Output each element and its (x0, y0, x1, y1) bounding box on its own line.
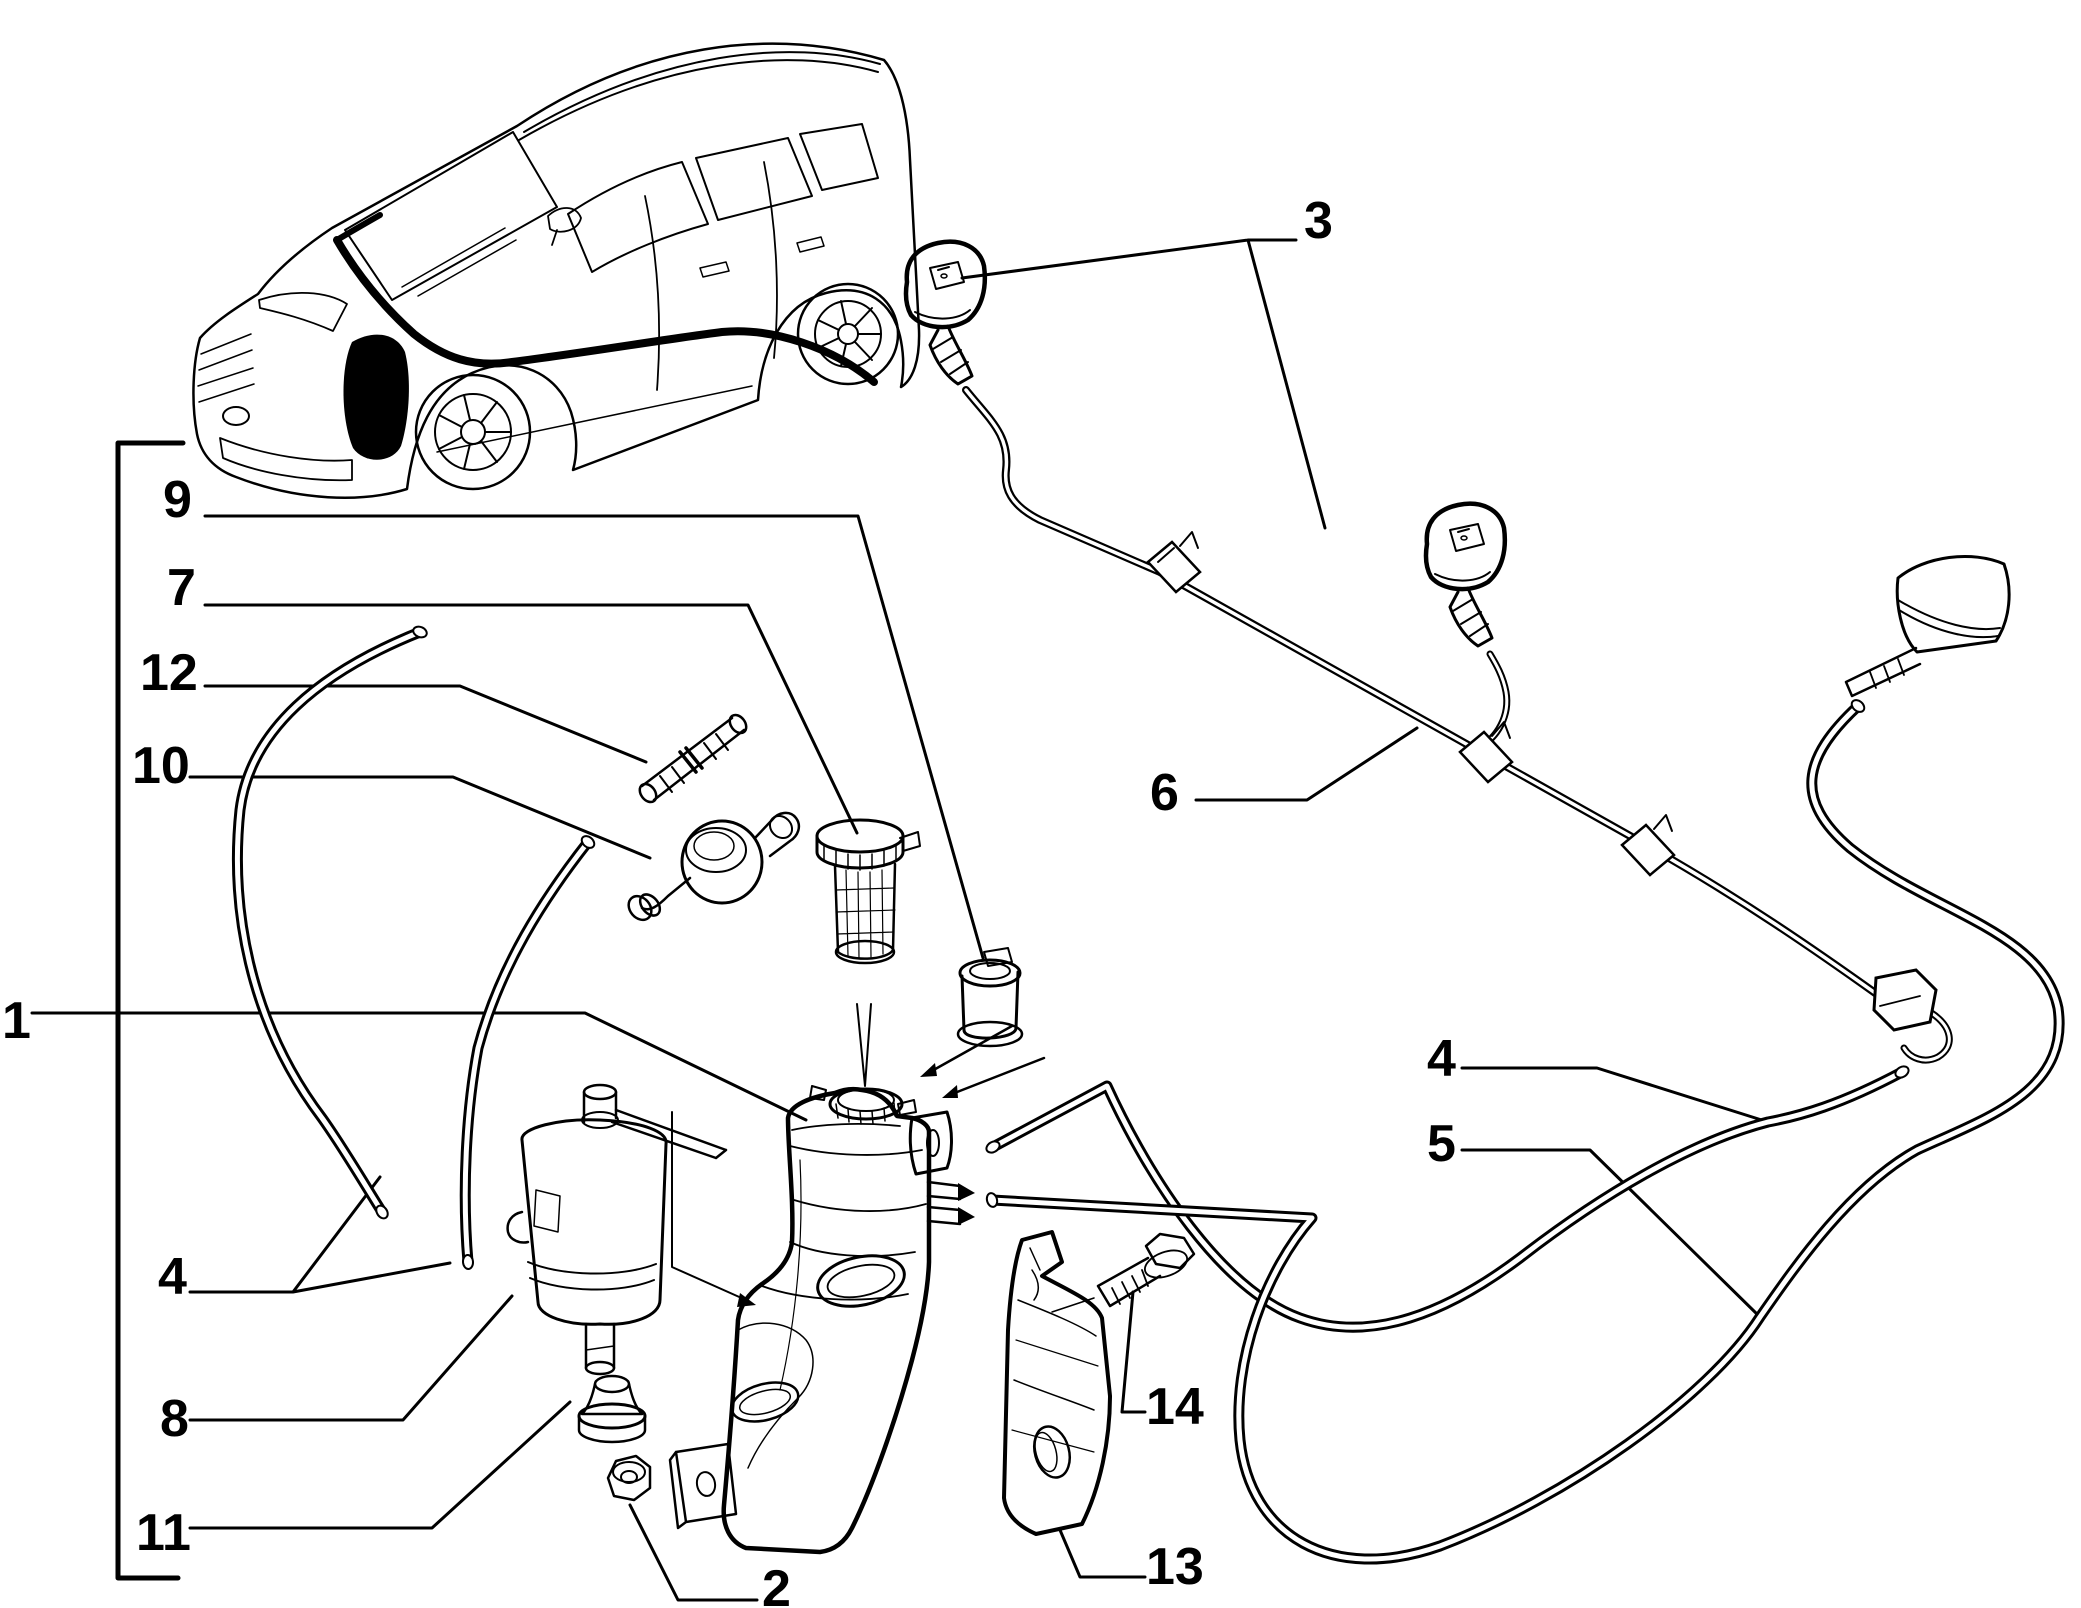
callout-4-right: 4 (1427, 1030, 1456, 1088)
rear-washer-jet (1844, 554, 2011, 698)
leader-9 (203, 514, 985, 960)
callout-13: 13 (1146, 1538, 1204, 1596)
leader-5 (1460, 1148, 1762, 1319)
bolt (1051, 1232, 1196, 1313)
callout-1: 1 (2, 992, 31, 1050)
callout-labels: 9 7 12 10 1 4 8 11 2 3 6 4 5 14 13 (2, 192, 1456, 1608)
leader-4-right (1460, 1066, 1770, 1124)
brand-badge (222, 406, 250, 426)
washer-jet-left (903, 239, 987, 386)
callout-3: 3 (1304, 192, 1333, 250)
level-fitting (956, 947, 1024, 1048)
wipers (401, 227, 517, 297)
leader-11 (188, 1400, 572, 1530)
sill-crease (436, 385, 753, 453)
hose-connector (638, 713, 748, 804)
leader-8 (188, 1294, 514, 1422)
grille (197, 333, 255, 403)
door-windows (567, 123, 879, 273)
bracket (1002, 1230, 1112, 1536)
callout-11: 11 (136, 1504, 191, 1562)
assembly-arrows (671, 1003, 1046, 1307)
callout-12: 12 (140, 644, 198, 702)
callout-2: 2 (762, 1560, 791, 1608)
grommet (577, 1374, 647, 1444)
callout-6: 6 (1150, 764, 1179, 822)
roof-rails (518, 51, 881, 141)
mirror (547, 207, 582, 246)
leader-13 (1058, 1528, 1147, 1579)
leader-4-left (188, 1175, 452, 1294)
front-wheel (414, 373, 532, 491)
callout-14: 14 (1146, 1378, 1204, 1436)
leader-3 (960, 238, 1327, 530)
rear-wheel (796, 282, 900, 386)
callout-group-bracket (115, 440, 186, 1581)
reservoir-ear (908, 1110, 953, 1176)
filler-cap (809, 1085, 917, 1125)
callout-4-left: 4 (158, 1248, 187, 1306)
leader-lines (30, 238, 1770, 1602)
car-illustration (192, 42, 921, 499)
windshield (344, 131, 558, 301)
mounting-tab (668, 1442, 738, 1530)
leader-12 (203, 684, 648, 764)
callout-5: 5 (1427, 1115, 1456, 1173)
headlight (258, 292, 348, 332)
leader-1 (30, 1011, 808, 1122)
door-lines (644, 161, 778, 391)
leader-10 (188, 775, 652, 860)
leader-7 (203, 603, 859, 835)
tube-clips (1146, 531, 1938, 1032)
washer-jet-right (1423, 501, 1507, 648)
nut (606, 1454, 652, 1502)
hose-4 (987, 1066, 1908, 1333)
reservoir-ports (926, 1180, 975, 1226)
leader-2 (628, 1503, 759, 1602)
leader-14 (1120, 1290, 1147, 1414)
washer-pump (506, 1083, 728, 1376)
filler-filter (815, 818, 921, 965)
callout-8: 8 (160, 1390, 189, 1448)
front-washer-tube (962, 386, 1882, 999)
washer-reservoir (668, 1085, 975, 1555)
door-handles (699, 236, 825, 278)
hoses (231, 386, 2065, 1565)
callout-7: 7 (167, 559, 196, 617)
car-washer-system-highlight (333, 212, 878, 460)
leader-6 (1194, 726, 1419, 802)
check-valve (627, 811, 801, 922)
callout-10: 10 (132, 737, 190, 795)
callout-9: 9 (163, 471, 192, 529)
bumper-intake (219, 437, 353, 482)
